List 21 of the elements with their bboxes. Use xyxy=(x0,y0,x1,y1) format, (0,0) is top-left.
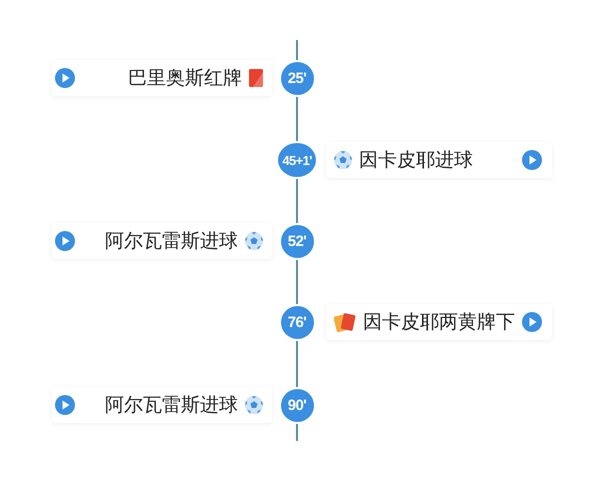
event-card xyxy=(52,223,272,259)
event-card xyxy=(52,387,272,423)
event-text: 巴里奥斯红牌 xyxy=(128,68,242,88)
timeline-line xyxy=(296,40,298,62)
timeline-line xyxy=(296,177,298,224)
timeline-line xyxy=(296,94,298,143)
event-text: 阿尔瓦雷斯进球 xyxy=(105,396,238,414)
event-card xyxy=(52,60,272,96)
minute-marker: 25' xyxy=(280,62,314,94)
event-text: 因卡皮耶两黄牌下 xyxy=(363,312,515,332)
minute-marker: 76' xyxy=(280,306,314,338)
minute-marker: 52' xyxy=(280,224,314,258)
timeline-line xyxy=(296,338,298,388)
event-card xyxy=(326,304,552,340)
event-card xyxy=(326,142,552,178)
timeline-line xyxy=(296,258,298,306)
event-text: 因卡皮耶进球 xyxy=(359,150,473,170)
minute-marker: 90' xyxy=(280,388,314,422)
event-text: 阿尔瓦雷斯进球 xyxy=(105,232,238,250)
minute-marker: 45+1' xyxy=(278,143,316,177)
timeline-line xyxy=(296,422,298,441)
